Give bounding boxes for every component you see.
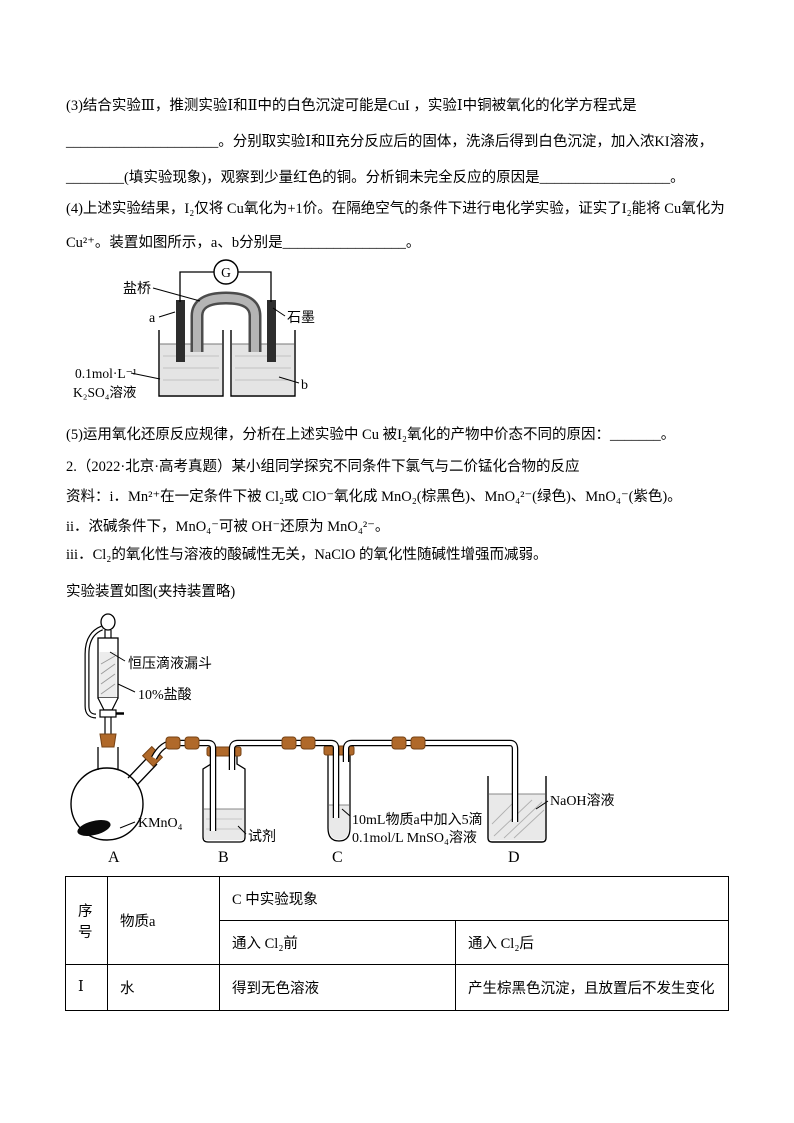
row-before: 得到无色溶液 [219,964,456,1011]
electrode-a [176,300,185,362]
acid-label: 10%盐酸 [138,687,192,703]
table-header-row-2: 通入 Cl₂前 通入 Cl₂后 [66,920,729,965]
salt-bridge-label: 盐桥 [123,281,151,297]
question-4-line-1: (4)上述实验结果，I₂仅将 Cu氧化为+1价。在隔绝空气的条件下进行电化学实验… [66,201,725,217]
salt-bridge [190,291,262,352]
vessel-b-label: B [218,849,229,866]
galvanometer-label: G [221,265,231,280]
info-ii: ii．浓碱条件下，MnO₄⁻可被 OH⁻还原为 MnO₄²⁻。 [66,519,390,535]
question-3-line-1: (3)结合实验Ⅲ，推测实验Ⅰ和Ⅱ中的白色沉淀可能是CuI ，实验Ⅰ中铜被氧化的化… [66,98,637,114]
kmno4-solid [77,820,111,836]
row-no: Ⅰ [65,964,108,1011]
table-header-substance: 物质a [107,876,220,965]
question-2-title: 2.（2022·北京·高考真题）某小组同学探究不同条件下氯气与二价锰化合物的反应 [66,459,580,475]
electrode-b-graphite [267,300,276,362]
question-3-line-2: _____________________。分别取实验Ⅰ和Ⅱ充分反应后的固体，洗… [66,134,714,150]
funnel-label: 恒压滴液漏斗 [128,655,212,672]
question-2-title-block: 2.（2022·北京·高考真题）某小组同学探究不同条件下氯气与二价锰化合物的反应 [66,452,746,482]
cell-diagram-container: G 盐桥 a 石墨 0.1mol·L⁻¹ K₂SO₄溶液 b [73,256,353,431]
c-note-line1: 10mL物质a中加入5滴 [352,811,483,828]
concentration-label: 0.1mol·L⁻¹ [75,366,137,381]
info-i-block: 资料：i．Mn²⁺在一定条件下被 Cl₂或 ClO⁻氧化成 MnO₂(棕黑色)、… [66,482,746,512]
info-i: 资料：i．Mn²⁺在一定条件下被 Cl₂或 ClO⁻氧化成 MnO₂(棕黑色)、… [66,489,682,505]
info-iii-block: iii．Cl₂的氧化性与溶液的酸碱性无关，NaClO 的氧化性随碱性增强而减弱。 [66,540,746,570]
table-header-no: 序号 [65,876,108,965]
kmno4-label: KMnO₄ [138,816,183,831]
table-header-phenomenon: C 中实验现象 [219,876,729,921]
solution-label: K₂SO₄溶液 [73,385,137,400]
electrode-a-label: a [149,311,156,326]
info-iii: iii．Cl₂的氧化性与溶液的酸碱性无关，NaClO 的氧化性随碱性增强而减弱。 [66,547,548,563]
electrode-b-label: b [301,378,308,393]
question-5: (5)运用氧化还原反应规律，分析在上述实验中 Cu 被I₂氧化的产物中价态不同的… [66,420,746,450]
tube-connectors [165,736,426,750]
flask-a [70,745,164,841]
apparatus-diagram-container: 恒压滴液漏斗 10%盐酸 KMnO₄ 试剂 10mL物质a中加入5滴 0.1mo… [62,612,682,875]
cell-diagram: G 盐桥 a 石墨 0.1mol·L⁻¹ K₂SO₄溶液 b [73,259,315,400]
question-3-line-3: ________(填实验现象)，观察到少量红色的铜。分析铜未完全反应的原因是__… [66,170,685,186]
apparatus-labels: 恒压滴液漏斗 10%盐酸 KMnO₄ 试剂 10mL物质a中加入5滴 0.1mo… [108,651,615,866]
setup-caption: 实验装置如图(夹持装置略) [66,584,236,600]
left-beaker [158,330,224,397]
apparatus-diagram: 恒压滴液漏斗 10%盐酸 KMnO₄ 试剂 10mL物质a中加入5滴 0.1mo… [70,613,615,866]
question-4: (4)上述实验结果，I₂仅将 Cu氧化为+1价。在隔绝空气的条件下进行电化学实验… [66,192,746,260]
question-5-text: (5)运用氧化还原反应规律，分析在上述实验中 Cu 被I₂氧化的产物中价态不同的… [66,427,676,443]
naoh-label: NaOH溶液 [550,793,615,809]
table-header-before: 通入 Cl₂前 [219,920,456,965]
graphite-label: 石墨 [287,311,315,326]
reagent-label: 试剂 [248,829,276,845]
bottle-b [202,746,246,843]
dropping-funnel [84,613,124,748]
question-4-line-2: Cu²⁺。装置如图所示，a、b分别是_________________。 [66,235,421,251]
right-beaker [230,330,296,397]
c-note-line2: 0.1mol/L MnSO₄溶液 [352,830,477,846]
table-row: Ⅰ 水 得到无色溶液 产生棕黑色沉淀，且放置后不发生变化 [65,964,729,1011]
row-substance: 水 [107,964,220,1011]
table-header-row-1: 序号 物质a C 中实验现象 [65,876,729,965]
setup-caption-block: 实验装置如图(夹持装置略) [66,577,746,607]
row-after: 产生棕黑色沉淀，且放置后不发生变化 [455,964,729,1011]
vessel-a-label: A [108,849,120,866]
table-header-after: 通入 Cl₂后 [455,920,729,965]
result-table: 序号 物质a C 中实验现象 通入 Cl₂前 通入 Cl₂后 Ⅰ 水 得到无色溶… [65,876,729,1011]
vessel-c-label: C [332,849,343,866]
galvanometer: G [179,259,272,302]
question-3: (3)结合实验Ⅲ，推测实验Ⅰ和Ⅱ中的白色沉淀可能是CuI ，实验Ⅰ中铜被氧化的化… [66,88,746,196]
info-ii-block: ii．浓碱条件下，MnO₄⁻可被 OH⁻还原为 MnO₄²⁻。 [66,512,746,542]
vessel-d-label: D [508,849,520,866]
cell-labels: 盐桥 a 石墨 0.1mol·L⁻¹ K₂SO₄溶液 b [73,281,315,400]
